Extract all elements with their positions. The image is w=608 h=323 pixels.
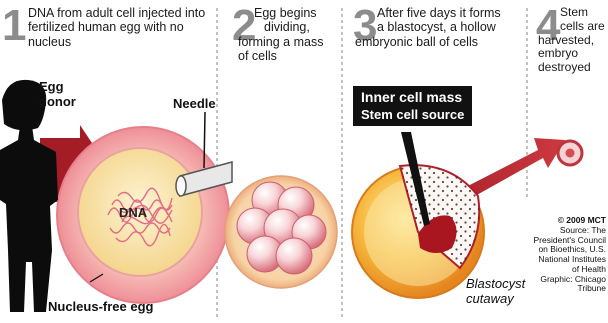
egg-donor-line: Egg bbox=[39, 80, 76, 95]
blastocyst-cutaway-label: Blastocyst cutaway bbox=[466, 277, 525, 307]
step-3-line: a blastocyst, a hollow bbox=[377, 20, 527, 34]
needle-tip bbox=[176, 176, 186, 196]
stem-cell-source-line: Stem cell source bbox=[361, 107, 464, 123]
inner-cell-mass-line: Inner cell mass bbox=[361, 89, 464, 107]
step-4-line: harvested, bbox=[538, 34, 608, 48]
step-4-line: embryo bbox=[538, 47, 608, 61]
step-2-line: forming a mass bbox=[238, 35, 342, 49]
egg-donor-line: donor bbox=[39, 95, 76, 110]
blastocyst-cutaway-line: Blastocyst bbox=[466, 277, 525, 292]
step-4-line: destroyed bbox=[538, 61, 608, 75]
step-1-line: DNA from adult cell injected into bbox=[28, 6, 218, 20]
step-3-line: embryonic ball of cells bbox=[355, 35, 527, 49]
credits: © 2009 MCT Source: The President's Counc… bbox=[524, 216, 606, 294]
needle-label: Needle bbox=[173, 97, 216, 112]
step-2-line: Egg begins bbox=[254, 6, 342, 20]
step-4-line: cells are bbox=[560, 20, 608, 34]
step-2-caption: Egg begins dividing, forming a mass of c… bbox=[254, 6, 342, 64]
step-1-number: 1 bbox=[2, 4, 26, 48]
inner-cell-mass-label: Inner cell mass Stem cell source bbox=[353, 86, 472, 126]
needle-pointer bbox=[204, 112, 205, 168]
step-1-caption: DNA from adult cell injected into fertil… bbox=[28, 6, 218, 49]
step-1-line: nucleus bbox=[28, 35, 218, 49]
step-3-caption: After five days it forms a blastocyst, a… bbox=[377, 6, 527, 49]
credit-line: Tribune bbox=[524, 284, 606, 294]
step-4-caption: Stem cells are harvested, embryo destroy… bbox=[560, 6, 608, 75]
egg-donor-silhouette bbox=[0, 80, 58, 312]
step-2-line: of cells bbox=[238, 49, 342, 63]
step-3-line: After five days it forms bbox=[377, 6, 527, 20]
dna-label: DNA bbox=[119, 206, 147, 221]
step-1-line: fertilized human egg with no bbox=[28, 20, 218, 34]
blastocyst-cutaway-line: cutaway bbox=[466, 292, 525, 307]
nucleus-free-egg-label: Nucleus-free egg bbox=[48, 300, 153, 315]
egg-donor-label: Egg donor bbox=[39, 80, 76, 110]
step-2-line: dividing, bbox=[264, 20, 342, 34]
step-4-line: Stem bbox=[560, 6, 608, 20]
